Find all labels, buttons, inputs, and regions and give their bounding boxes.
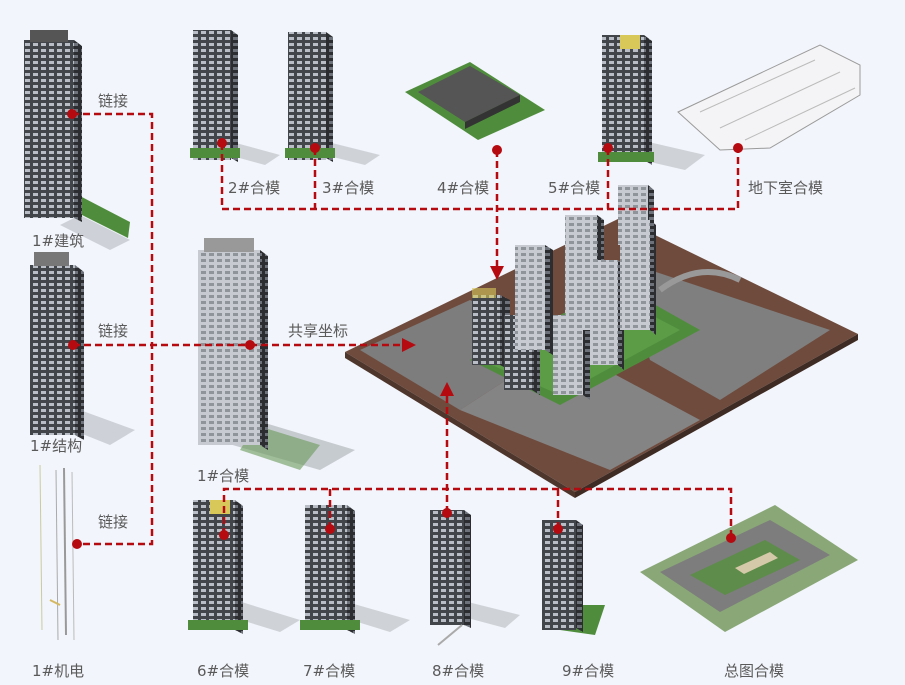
b1-architecture-model (24, 30, 130, 250)
b1-struct-label: 1#结构 (30, 435, 82, 456)
link-label-middle: 链接 (98, 320, 128, 341)
m5-label: 5#合模 (548, 177, 600, 198)
m3-model (285, 32, 380, 165)
m5-model (598, 35, 705, 170)
m1-model (198, 238, 355, 470)
basement-label: 地下室合模 (748, 177, 823, 198)
link-label-bottom: 链接 (98, 511, 128, 532)
site-plan-model (640, 505, 858, 632)
link-label-top: 链接 (98, 90, 128, 111)
m9-model (542, 520, 605, 635)
m7-label: 7#合模 (303, 660, 355, 681)
m1-label: 1#合模 (197, 465, 249, 486)
bottom-bus-line (224, 489, 731, 538)
shared-coord-label: 共享坐标 (288, 320, 348, 341)
m2-label: 2#合模 (228, 177, 280, 198)
m7-model (300, 505, 410, 634)
m6-model (188, 500, 300, 634)
b1-structure-model (30, 252, 135, 445)
m6-label: 6#合模 (197, 660, 249, 681)
m8-label: 8#合模 (432, 660, 484, 681)
m3-label: 3#合模 (322, 177, 374, 198)
b1-mep-label: 1#机电 (32, 660, 84, 681)
m4-label: 4#合模 (437, 177, 489, 198)
basement-model (678, 45, 860, 150)
b1-arch-label: 1#建筑 (32, 230, 84, 251)
m8-model (430, 510, 520, 645)
m2-model (190, 30, 280, 165)
site-plan-label: 总图合模 (724, 660, 784, 681)
b1-mep-model (40, 465, 74, 640)
m4-model (405, 62, 545, 140)
m9-label: 9#合模 (562, 660, 614, 681)
